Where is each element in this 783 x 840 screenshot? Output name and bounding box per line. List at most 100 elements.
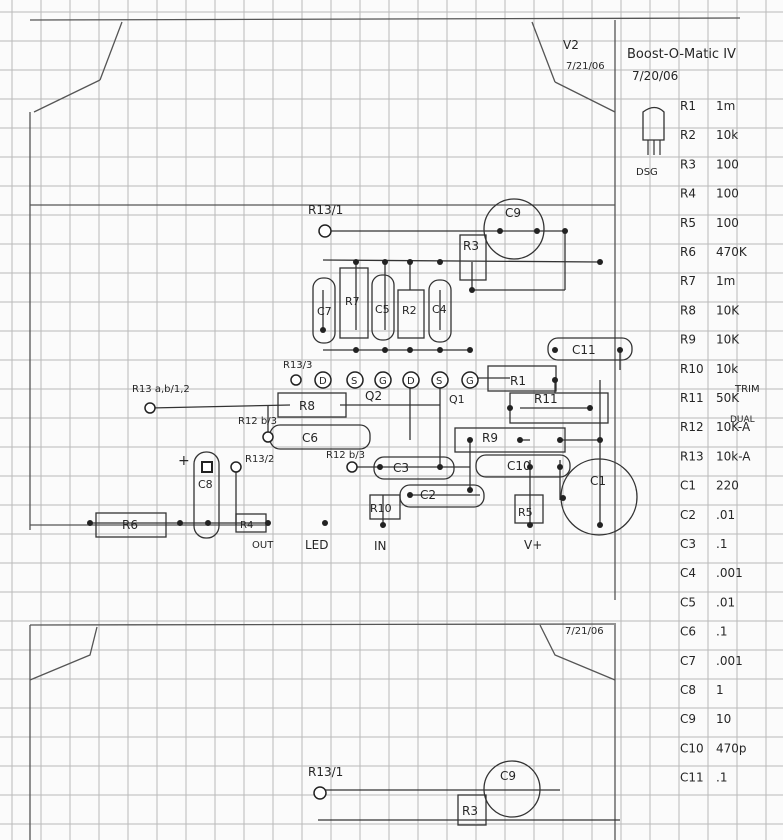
parts-list-ref: R13 bbox=[680, 449, 704, 463]
label-c6: C6 bbox=[302, 431, 318, 445]
label-r5: R5 bbox=[518, 506, 533, 519]
version-label: V2 bbox=[563, 38, 579, 52]
label-r7: R7 bbox=[345, 295, 360, 308]
solder-pad bbox=[467, 347, 473, 353]
r8-outline bbox=[277, 392, 347, 418]
parts-list-value: 10k-A bbox=[716, 449, 751, 463]
c4-outline bbox=[428, 279, 452, 343]
solder-pad bbox=[527, 464, 533, 470]
io-led-label: LED bbox=[305, 538, 329, 552]
solder-pad bbox=[587, 405, 593, 411]
c11-outline bbox=[547, 337, 633, 361]
page-title: Boost-O-Matic IV bbox=[627, 47, 736, 62]
parts-list-ref: C1 bbox=[680, 479, 696, 493]
label-c1: C1 bbox=[590, 474, 606, 488]
parts-list-ref: C3 bbox=[680, 537, 696, 551]
solder-pad bbox=[382, 259, 388, 265]
parts-list-ref: R12 bbox=[680, 420, 704, 434]
solder-pad bbox=[407, 259, 413, 265]
label-r13-3: R13/3 bbox=[283, 360, 312, 371]
c9-lower-outline bbox=[483, 760, 541, 818]
parts-list-value: 100 bbox=[716, 187, 739, 201]
parts-list-ref: R2 bbox=[680, 128, 696, 142]
solder-pad bbox=[437, 464, 443, 470]
version-date: 7/21/06 bbox=[566, 61, 605, 72]
parts-list-value: 1m bbox=[716, 99, 735, 113]
pad-s-2 bbox=[431, 371, 449, 389]
parts-list-ref: R1 bbox=[680, 99, 696, 113]
label-r8: R8 bbox=[299, 399, 315, 413]
solder-pad bbox=[557, 437, 563, 443]
c9-outline bbox=[483, 198, 545, 260]
solder-pad bbox=[467, 487, 473, 493]
transistor-pad-row bbox=[144, 224, 479, 800]
pad-r13-1 bbox=[318, 224, 332, 238]
c8-square-pad bbox=[201, 461, 213, 473]
label-r2: R2 bbox=[402, 304, 417, 317]
pad-r13-2 bbox=[230, 461, 242, 473]
label-r13-1: R13/1 bbox=[308, 203, 343, 217]
solder-pad bbox=[597, 437, 603, 443]
solder-pad bbox=[557, 464, 563, 470]
io-vplus-label: V+ bbox=[524, 538, 542, 552]
pad-s-1 bbox=[346, 371, 364, 389]
parts-list-ref: R6 bbox=[680, 245, 696, 259]
parts-list-value: 1m bbox=[716, 274, 735, 288]
solder-pad bbox=[597, 522, 603, 528]
solder-pad bbox=[534, 228, 540, 234]
parts-list-ref: R8 bbox=[680, 303, 696, 317]
c7-outline bbox=[312, 277, 336, 344]
solder-pad bbox=[87, 520, 93, 526]
solder-pad bbox=[517, 437, 523, 443]
parts-list-ref: C4 bbox=[680, 566, 696, 580]
solder-pad bbox=[322, 520, 328, 526]
io-out-label: OUT bbox=[252, 540, 274, 551]
solder-pad bbox=[353, 259, 359, 265]
r12-dual-note: DUAL bbox=[730, 415, 755, 425]
label-r3: R3 bbox=[463, 239, 479, 253]
r7-outline bbox=[339, 267, 369, 339]
solder-pad bbox=[617, 347, 623, 353]
solder-pad bbox=[353, 347, 359, 353]
c10-outline bbox=[475, 454, 571, 478]
r10-outline bbox=[369, 494, 401, 520]
parts-list-ref: C2 bbox=[680, 508, 696, 522]
parts-list-value: .01 bbox=[716, 508, 735, 522]
label-r13-1-lower: R13/1 bbox=[308, 765, 343, 779]
label-c9: C9 bbox=[505, 206, 521, 220]
pad-letter-d2: D bbox=[407, 376, 415, 387]
pad-letter-s1: S bbox=[351, 376, 357, 387]
label-c4: C4 bbox=[432, 303, 447, 316]
r3-lower-outline bbox=[457, 794, 487, 826]
c5-outline bbox=[371, 274, 395, 341]
r3-outline bbox=[459, 234, 487, 281]
label-c10: C10 bbox=[507, 459, 531, 473]
parts-list-ref: R11 bbox=[680, 391, 704, 405]
parts-list-value: .1 bbox=[716, 537, 727, 551]
parts-list-value: 50K bbox=[716, 391, 740, 405]
parts-list-value: .001 bbox=[716, 654, 743, 668]
label-r6: R6 bbox=[122, 518, 138, 532]
parts-list-ref: R10 bbox=[680, 362, 704, 376]
transistor-sketch bbox=[642, 106, 665, 141]
label-r4: R4 bbox=[240, 520, 253, 531]
parts-list-ref: C6 bbox=[680, 625, 696, 639]
parts-list-ref: C8 bbox=[680, 683, 696, 697]
pad-letter-g2: G bbox=[466, 376, 474, 387]
parts-list-ref: R7 bbox=[680, 274, 696, 288]
label-c3: C3 bbox=[393, 461, 409, 475]
r11-trim-note: TRIM bbox=[734, 384, 760, 395]
pad-r12-b3 bbox=[262, 431, 274, 443]
parts-list-value: 1 bbox=[716, 683, 724, 697]
label-r13-2: R13/2 bbox=[245, 454, 274, 465]
parts-list-value: .01 bbox=[716, 595, 735, 609]
pad-r13-1-lower bbox=[313, 786, 327, 800]
parts-list-ref: C10 bbox=[680, 741, 704, 755]
pad-r13-abc bbox=[144, 402, 156, 414]
parts-list-ref: C11 bbox=[680, 771, 704, 785]
parts-list-value: 220 bbox=[716, 479, 739, 493]
solder-pad bbox=[552, 347, 558, 353]
pad-g-2 bbox=[461, 371, 479, 389]
parts-list-ref: R9 bbox=[680, 333, 696, 347]
